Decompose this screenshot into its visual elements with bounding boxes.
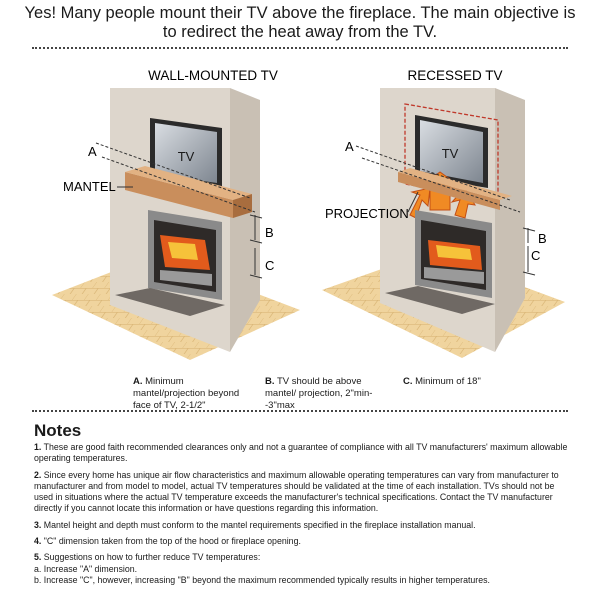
caption-c: C. Minimum of 18" <box>403 376 481 387</box>
note-item: 3. Mantel height and depth must conform … <box>34 519 476 530</box>
note-item: 4. "C" dimension taken from the top of t… <box>34 536 301 547</box>
wall-mounted-diagram: WALL-MOUNTED TV TV A MANTEL B <box>52 68 300 360</box>
caption-a: A. Minimum mantel/projection beyond face… <box>133 376 240 411</box>
top-divider <box>32 47 568 49</box>
label-b-left: B <box>265 225 274 240</box>
mantel-label: MANTEL <box>63 179 116 194</box>
label-c-right: C <box>531 248 540 263</box>
note-sub-item: a. Increase "A" dimension. <box>34 563 138 574</box>
note-item: 1. These are good faith recommended clea… <box>34 442 568 464</box>
notes-divider <box>32 410 568 412</box>
projection-shelf <box>398 172 500 210</box>
tv-label-right: TV <box>442 146 459 161</box>
notes-list: 1. These are good faith recommended clea… <box>34 442 574 591</box>
label-b-right: B <box>538 231 547 246</box>
recessed-diagram: RECESSED TV TV A PROJECTION B <box>322 68 565 358</box>
label-c-left: C <box>265 258 274 273</box>
recessed-title: RECESSED TV <box>407 68 502 83</box>
hearth <box>115 288 225 316</box>
notes-title: Notes <box>34 421 82 440</box>
note-item: 5. Suggestions on how to further reduce … <box>34 552 574 586</box>
mantel <box>125 172 233 218</box>
projection-label: PROJECTION <box>325 206 409 221</box>
note-sub-item: b. Increase "C", however, increasing "B"… <box>34 574 490 585</box>
note-item: 2. Since every home has unique air flow … <box>34 469 559 514</box>
fireplace-diagram: WALL-MOUNTED TV TV A MANTEL B <box>52 68 565 360</box>
hearth-right <box>385 286 495 314</box>
wall-mounted-title: WALL-MOUNTED TV <box>148 68 278 83</box>
label-a-right: A <box>345 139 354 154</box>
tv-label: TV <box>178 149 195 164</box>
caption-b: B. TV should be above mantel/ projection… <box>265 376 373 411</box>
intro-text: Yes! Many people mount their TV above th… <box>24 4 576 41</box>
label-a-left: A <box>88 144 97 159</box>
